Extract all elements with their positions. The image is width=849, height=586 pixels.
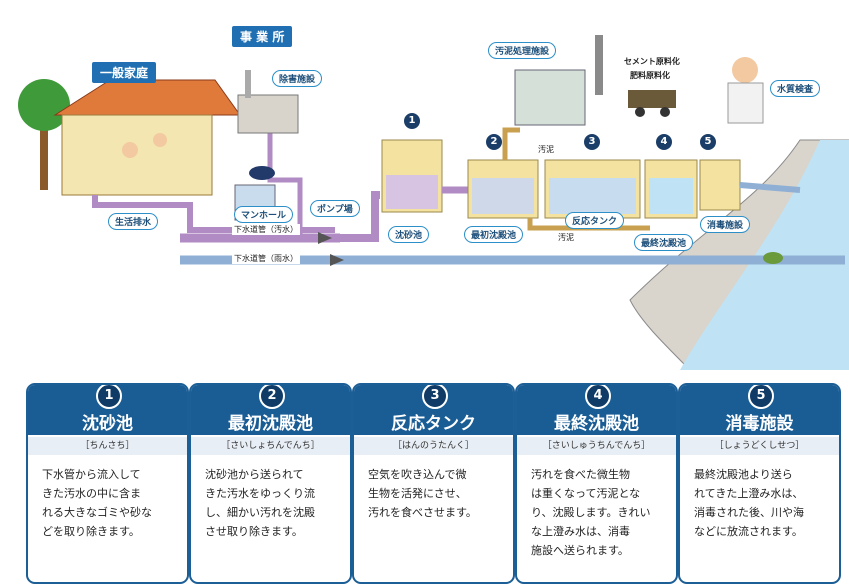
sludge-chimney — [595, 35, 603, 95]
card-body: 沈砂池から送られて きた汚水をゆっくり流 し、細かい汚れを沈殿 させ取り除きます… — [205, 465, 337, 541]
truck-wheel-front — [635, 107, 645, 117]
manhole-label: マンホール — [234, 206, 294, 223]
card-disinfect: 5 消毒施設 ［しょうどくしせつ］ 最終沈殿池より送ら れてきた上澄み水は、 消… — [678, 383, 841, 584]
scientist-body — [727, 82, 764, 124]
fertilizer-label: 肥料原料化 — [630, 71, 670, 80]
diagram-illustration — [18, 35, 849, 371]
office-pipe — [267, 130, 303, 238]
outlet-pipe — [739, 182, 801, 193]
pump-label: ポンプ場 — [310, 200, 360, 217]
person-kitchen — [153, 133, 167, 147]
card-title: 沈砂池 — [82, 414, 133, 434]
car — [249, 166, 275, 180]
card-line: は重くなって汚泥とな — [531, 487, 641, 500]
chimney — [245, 70, 251, 98]
marker-1: 1 — [404, 113, 420, 129]
sludge-facility-label: 汚泥処理施設 — [488, 42, 557, 59]
cement-label: セメント原料化 — [624, 57, 680, 66]
truck-wheel-back — [660, 107, 670, 117]
grit-label: 沈砂池 — [388, 226, 430, 243]
card-reading: ［しょうどくしせつ］ — [680, 437, 839, 455]
water-test-label: 水質検査 — [770, 80, 821, 97]
card-number: 4 — [585, 385, 611, 409]
card-number: 3 — [422, 385, 448, 409]
card-reading: ［はんのうたんく］ — [354, 437, 513, 455]
card-line: などに放流されます。 — [694, 525, 803, 538]
marker-5: 5 — [700, 134, 716, 150]
card-grit: 1 沈砂池 ［ちんさち］ 下水管から流入して きた汚水の中に含ま れる大きなゴミ… — [26, 383, 189, 584]
card-title: 消毒施設 — [725, 414, 794, 434]
office-label: 事 業 所 — [232, 26, 293, 47]
card-number: 2 — [259, 385, 285, 409]
person-bath — [122, 142, 138, 158]
card-line: 消毒された後、川や海 — [694, 506, 804, 519]
card-body: 下水管から流入して きた汚水の中に含ま れる大きなゴミや砂な どを取り除きます。 — [42, 465, 174, 541]
marker-4: 4 — [656, 134, 672, 150]
card-title: 反応タンク — [391, 414, 476, 434]
card-line: 汚れを食べさせます。 — [368, 506, 477, 519]
marker-3: 3 — [584, 134, 600, 150]
card-reading: ［ちんさち］ — [28, 437, 187, 455]
card-reading: ［さいしゅうちんでんち］ — [517, 437, 676, 455]
card-line: し、細かい汚れを沈殿 — [205, 506, 315, 519]
tree-trunk — [40, 130, 48, 190]
card-line: り、沈殿します。きれい — [531, 506, 651, 519]
reaction-label: 反応タンク — [565, 212, 625, 229]
reaction-water — [549, 178, 636, 214]
card-line: どを取り除きます。 — [42, 525, 140, 538]
card-line: な上澄み水は、消毒 — [531, 525, 630, 538]
harm-facility-label: 除害施設 — [272, 70, 323, 87]
domestic-waste-label: 生活排水 — [108, 213, 159, 230]
scientist-head — [732, 57, 758, 83]
sewer-rain-label: 下水道管（雨水） — [232, 253, 300, 264]
card-line: 施設へ送られます。 — [531, 544, 629, 557]
marker-2: 2 — [486, 134, 502, 150]
card-line: きた汚水をゆっくり流 — [205, 487, 315, 500]
sewer-foul-label: 下水道管（汚水） — [232, 224, 300, 235]
card-final: 4 最終沈殿池 ［さいしゅうちんでんち］ 汚れを食べた微生物 は重くなって汚泥と… — [515, 383, 678, 584]
card-line: 空気を吹き込んで微 — [368, 468, 467, 481]
main-flow-pipe — [335, 191, 380, 242]
card-line: 最終沈殿池より送ら — [694, 468, 793, 481]
sludge-building — [514, 69, 586, 126]
truck — [628, 90, 676, 108]
tree-crown — [18, 79, 70, 131]
card-primary: 2 最初沈殿池 ［さいしょちんでんち］ 沈砂池から送られて きた汚水をゆっくり流… — [189, 383, 352, 584]
card-line: れる大きなゴミや砂な — [42, 506, 152, 519]
primary-label: 最初沈殿池 — [464, 226, 524, 243]
card-line: 沈砂池から送られて — [205, 468, 304, 481]
card-line: 下水管から流入して — [42, 468, 141, 481]
household-label: 一般家庭 — [92, 62, 157, 83]
card-title: 最初沈殿池 — [228, 414, 313, 434]
card-line: 生物を活発にさせ、 — [368, 487, 467, 500]
disinfect-tank — [699, 159, 741, 211]
card-line: させ取り除きます。 — [205, 525, 303, 538]
card-number: 1 — [96, 385, 122, 409]
house-roof — [53, 79, 241, 116]
house-body — [61, 114, 213, 196]
card-reading: ［さいしょちんでんち］ — [191, 437, 350, 455]
card-line: れてきた上澄み水は、 — [694, 487, 804, 500]
sewage-flow-diagram: 一般家庭 事 業 所 除害施設 汚泥処理施設 セメント原料化 肥料原料化 水質検… — [18, 26, 849, 371]
card-body: 空気を吹き込んで微 生物を活発にさせ、 汚れを食べさせます。 — [368, 465, 500, 522]
card-title: 最終沈殿池 — [554, 414, 639, 434]
primary-water — [472, 178, 534, 214]
final-water — [649, 178, 693, 214]
card-number: 5 — [748, 385, 774, 409]
sludge-bottom-label: 汚泥 — [558, 233, 574, 242]
arrow-foul — [318, 232, 332, 244]
card-body: 最終沈殿池より送ら れてきた上澄み水は、 消毒された後、川や海 などに放流されま… — [694, 465, 826, 541]
arrow-rain — [330, 254, 344, 266]
sludge-top-label: 汚泥 — [538, 145, 554, 154]
fish — [763, 252, 783, 264]
card-line: 汚れを食べた微生物 — [531, 468, 630, 481]
office-building — [237, 94, 299, 134]
disinfect-label: 消毒施設 — [700, 216, 751, 233]
grit-tank-water — [386, 175, 438, 209]
final-label: 最終沈殿池 — [634, 234, 694, 251]
sludge-pipe-top — [502, 127, 520, 160]
card-line: きた汚水の中に含ま — [42, 487, 141, 500]
card-body: 汚れを食べた微生物 は重くなって汚泥とな り、沈殿します。きれい な上澄み水は、… — [531, 465, 663, 560]
card-reaction: 3 反応タンク ［はんのうたんく］ 空気を吹き込んで微 生物を活発にさせ、 汚れ… — [352, 383, 515, 584]
